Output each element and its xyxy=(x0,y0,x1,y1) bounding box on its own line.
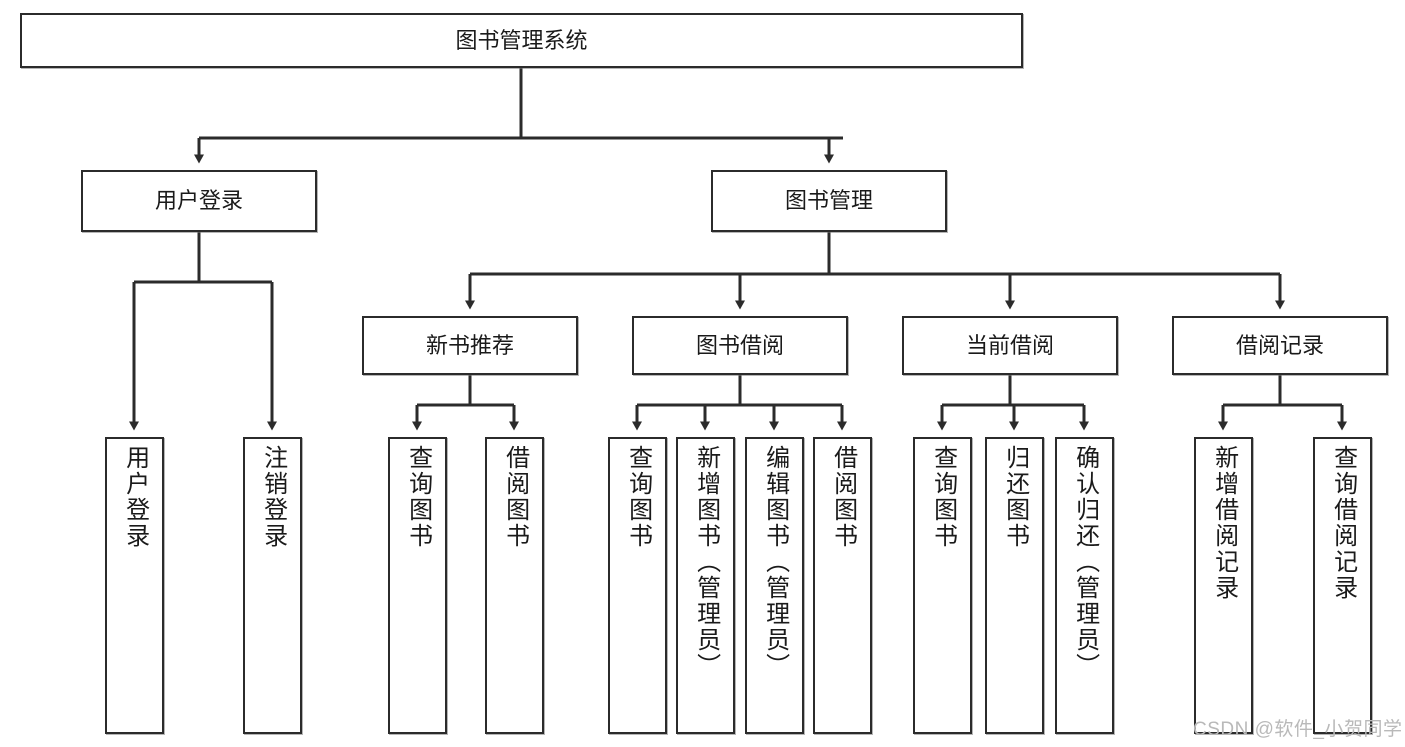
node-leaf-borrow-book-1[interactable]: 借阅图书 xyxy=(485,437,544,734)
node-label: 注销登录 xyxy=(259,445,287,549)
node-label: 用户登录 xyxy=(121,445,149,549)
node-leaf-user-login[interactable]: 用户登录 xyxy=(105,437,164,734)
csdn-watermark: CSDN @软件_小贺同学 xyxy=(1193,719,1403,740)
node-leaf-confirm-return[interactable]: 确认归还（管理员） xyxy=(1055,437,1114,734)
node-leaf-return-book[interactable]: 归还图书 xyxy=(985,437,1044,734)
node-label: 借阅图书 xyxy=(829,445,857,549)
node-leaf-add-book[interactable]: 新增图书（管理员） xyxy=(676,437,735,734)
node-label: 归还图书 xyxy=(1001,445,1029,549)
node-leaf-query-book-1[interactable]: 查询图书 xyxy=(388,437,447,734)
node-leaf-borrow-book-2[interactable]: 借阅图书 xyxy=(813,437,872,734)
node-borrow-record[interactable]: 借阅记录 xyxy=(1172,316,1388,375)
node-book-borrow[interactable]: 图书借阅 xyxy=(632,316,848,375)
node-label: 查询图书 xyxy=(624,445,652,549)
node-label: 查询图书 xyxy=(404,445,432,549)
node-label: 编辑图书（管理员） xyxy=(761,445,789,679)
node-leaf-edit-book[interactable]: 编辑图书（管理员） xyxy=(745,437,804,734)
node-leaf-query-book-2[interactable]: 查询图书 xyxy=(608,437,667,734)
node-label: 查询借阅记录 xyxy=(1329,445,1357,601)
node-root[interactable]: 图书管理系统 xyxy=(20,13,1023,68)
node-label: 图书借阅 xyxy=(695,332,784,358)
node-leaf-query-record[interactable]: 查询借阅记录 xyxy=(1313,437,1372,734)
node-label: 当前借阅 xyxy=(965,332,1054,358)
node-leaf-add-record[interactable]: 新增借阅记录 xyxy=(1194,437,1253,734)
node-label: 确认归还（管理员） xyxy=(1071,445,1099,679)
node-label: 新增图书（管理员） xyxy=(692,445,720,679)
node-current-borrow[interactable]: 当前借阅 xyxy=(902,316,1118,375)
node-label: 图书管理系统 xyxy=(455,27,588,53)
node-label: 借阅记录 xyxy=(1235,332,1324,358)
node-leaf-query-book-3[interactable]: 查询图书 xyxy=(913,437,972,734)
node-leaf-logout[interactable]: 注销登录 xyxy=(243,437,302,734)
node-label: 用户登录 xyxy=(154,188,243,214)
node-new-book-rec[interactable]: 新书推荐 xyxy=(362,316,578,375)
node-label: 借阅图书 xyxy=(501,445,529,549)
node-label: 新增借阅记录 xyxy=(1210,445,1238,601)
node-label: 图书管理 xyxy=(784,188,873,214)
node-label: 查询图书 xyxy=(929,445,957,549)
node-user-login[interactable]: 用户登录 xyxy=(81,170,317,232)
node-book-manage[interactable]: 图书管理 xyxy=(711,170,947,232)
node-label: 新书推荐 xyxy=(425,332,514,358)
